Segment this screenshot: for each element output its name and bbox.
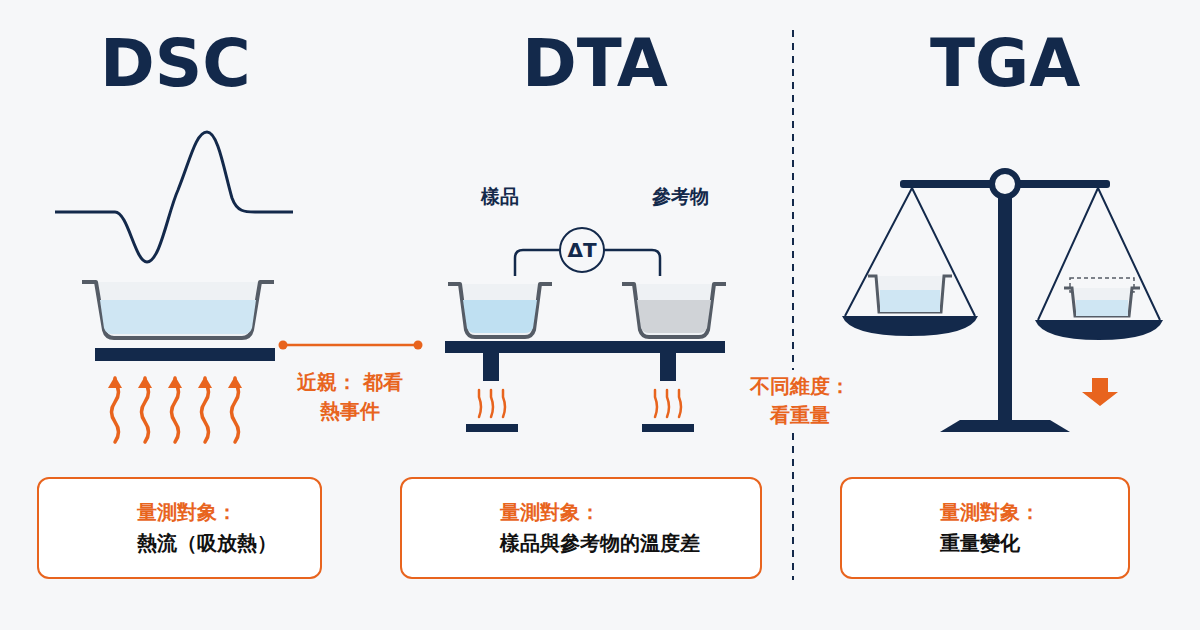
heat-waves [479, 390, 681, 417]
dot [279, 341, 288, 350]
strings [845, 188, 1160, 320]
measure-box: 量測對象：熱流（吸放熱） [37, 477, 322, 579]
left-sample [880, 290, 940, 312]
section-title: DSC [100, 28, 251, 101]
heat-stroke [479, 390, 481, 417]
arrow-head [168, 376, 182, 388]
sample-pan [448, 284, 552, 337]
box-text: 熱流（吸放熱） [137, 528, 306, 559]
heater [466, 424, 518, 432]
arrow-head [108, 376, 122, 388]
balance-pillar [998, 195, 1012, 420]
heat-stroke [655, 390, 657, 417]
part-label: 參考物 [652, 186, 709, 207]
divider [792, 30, 794, 580]
box-text: 重量變化 [940, 528, 1114, 559]
box-heading: 量測對象： [137, 497, 306, 528]
box-text: 樣品與參考物的溫度差 [500, 528, 746, 559]
box-heading: 量測對象： [940, 497, 1114, 528]
section-title: TGA [930, 28, 1080, 101]
right-crucible [1064, 288, 1140, 316]
right-pan [1035, 320, 1163, 340]
arrow-head [138, 376, 152, 388]
left-pan [842, 316, 978, 336]
measure-box: 量測對象：重量變化 [840, 477, 1130, 579]
dsc-pan [82, 282, 274, 338]
measure-box: 量測對象：樣品與參考物的溫度差 [400, 477, 762, 579]
heat-stroke [491, 390, 493, 417]
heat-stroke [503, 390, 505, 417]
dsc-plate [95, 348, 275, 361]
down-arrow [1082, 378, 1118, 406]
dta-bar [445, 341, 725, 353]
arrow-head [198, 376, 212, 388]
lead-line [515, 250, 562, 276]
box-heading: 量測對象： [500, 497, 746, 528]
dsc-sample [100, 300, 256, 334]
heat-stroke [667, 390, 669, 417]
sample [463, 300, 537, 333]
left-crucible [868, 276, 952, 312]
part-label: 樣品 [481, 186, 519, 207]
post [483, 353, 499, 381]
heat-arrows [108, 376, 242, 442]
dsc-curve [55, 132, 293, 262]
right-sample [1076, 300, 1128, 316]
balance-base [940, 420, 1070, 432]
box-text: ΔT [567, 238, 596, 262]
post [660, 353, 676, 381]
heat-stroke [679, 390, 681, 417]
section-title: DTA [522, 28, 668, 101]
relation-note: 近親： 都看熱事件 [294, 368, 406, 426]
dot [414, 341, 423, 350]
delta-circle: ΔT [559, 227, 605, 273]
pivot [992, 171, 1018, 197]
relation-note: 不同維度： 看重量 [744, 370, 856, 432]
reference [637, 300, 711, 333]
arrow-head [228, 376, 242, 388]
heater [642, 424, 694, 432]
relation-line [283, 344, 418, 347]
lead-line [602, 250, 660, 276]
reference-pan [622, 284, 726, 337]
